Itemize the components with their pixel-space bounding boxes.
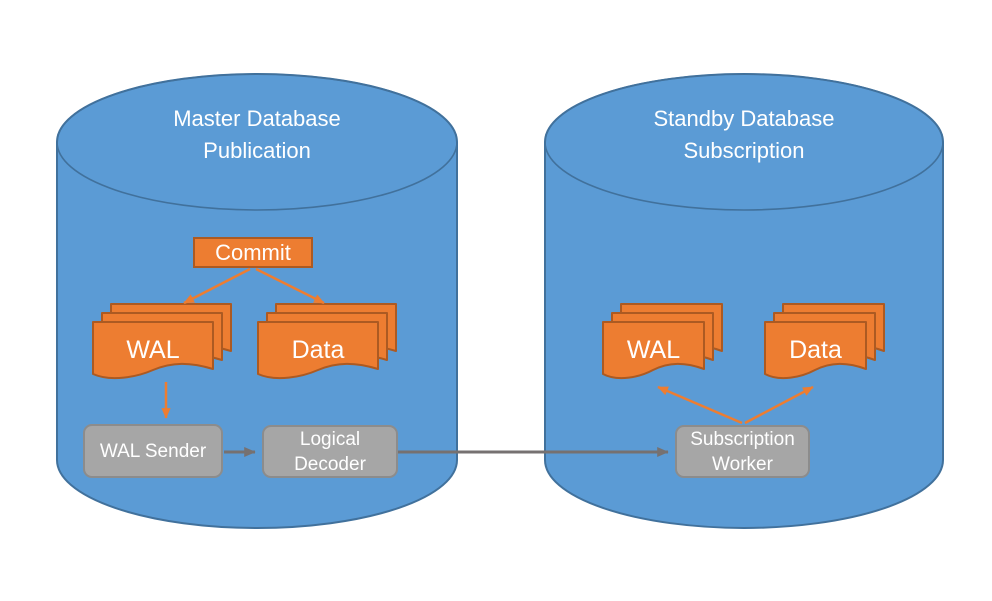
arrow-commit-to-data: [255, 267, 325, 305]
arrow-worker-to-standby-wal: [657, 385, 743, 425]
arrow-commit-to-wal: [183, 267, 251, 305]
master-database-cylinder: [56, 73, 458, 529]
master-database-title: Master Database Publication: [173, 106, 341, 163]
standby-cylinder-rim: [544, 73, 944, 211]
standby-database-cylinder: [544, 73, 944, 529]
master-wal-label: WAL: [126, 335, 180, 364]
logical-decoder-box: Logical Decoder: [262, 425, 398, 478]
commit-box: Commit: [193, 237, 313, 268]
orange-arrows: [161, 267, 814, 425]
master-cylinder-rim: [56, 73, 458, 211]
wal-sender-box: WAL Sender: [83, 424, 223, 478]
subscription-worker-box: Subscription Worker: [675, 425, 810, 478]
master-data-label: Data: [291, 335, 345, 364]
standby-database-title: Standby Database Subscription: [653, 106, 835, 163]
standby-wal-label: WAL: [626, 335, 681, 364]
standby-data-label: Data: [789, 335, 842, 364]
arrow-worker-to-standby-data: [744, 385, 814, 425]
